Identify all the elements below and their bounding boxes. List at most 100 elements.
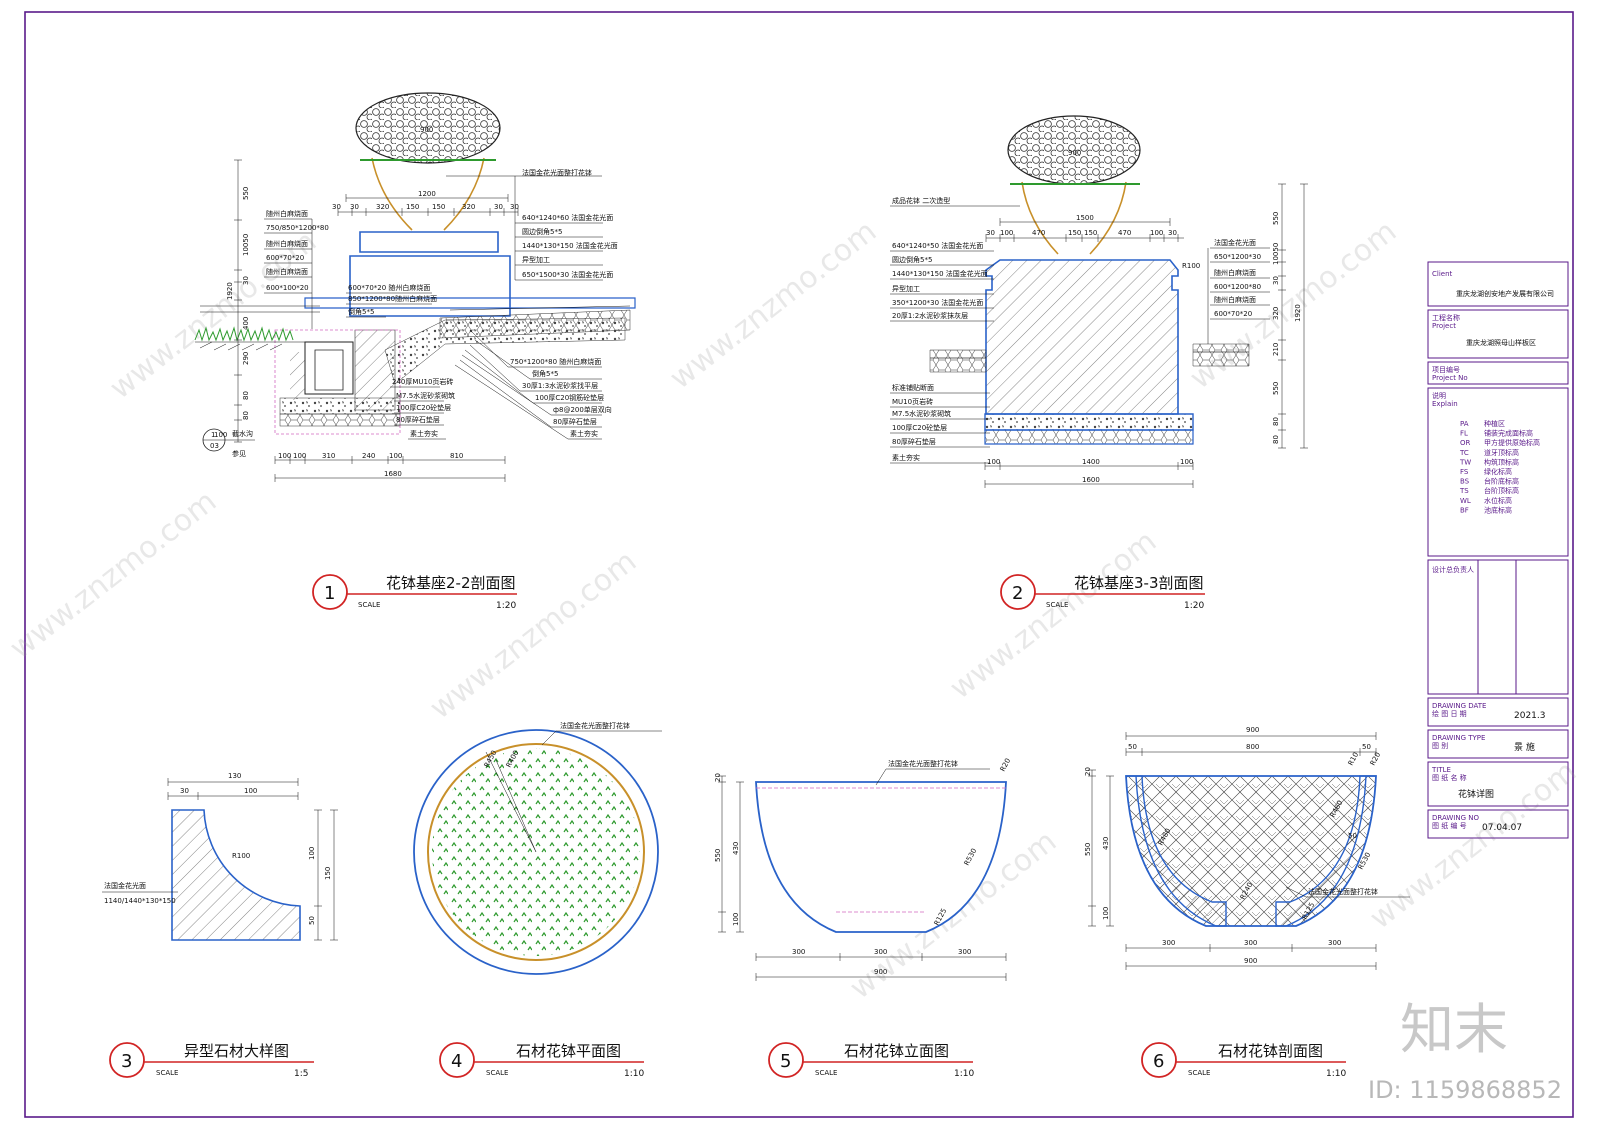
svg-text:600*70*20: 600*70*20 — [1214, 310, 1252, 318]
svg-text:100: 100 — [987, 458, 1000, 466]
svg-text:设计总负责人: 设计总负责人 — [1432, 565, 1474, 574]
svg-text:圆边倒角5*5: 圆边倒角5*5 — [522, 227, 562, 236]
svg-text:550: 550 — [1084, 843, 1092, 856]
svg-text:100: 100 — [1102, 907, 1110, 920]
brand-logo: 知末 — [1400, 998, 1508, 1061]
svg-text:310: 310 — [322, 452, 335, 460]
svg-text:30: 30 — [986, 229, 995, 237]
svg-text:1400: 1400 — [1082, 458, 1100, 466]
svg-text:600*1200*80: 600*1200*80 — [1214, 283, 1261, 291]
svg-text:100: 100 — [308, 847, 316, 860]
svg-text:100: 100 — [293, 452, 306, 460]
svg-text:SCALE: SCALE — [1188, 1069, 1210, 1077]
image-id-label: ID: 1159868852 — [1368, 1076, 1562, 1104]
svg-text:1140/1440*130*150: 1140/1440*130*150 — [104, 897, 176, 905]
legend-code: TW — [1459, 458, 1471, 466]
svg-text:30: 30 — [180, 787, 189, 795]
svg-text:图 别: 图 别 — [1432, 741, 1448, 750]
svg-text:法国金花光面整打花钵: 法国金花光面整打花钵 — [522, 168, 592, 177]
svg-text:花钵基座2-2剖面图: 花钵基座2-2剖面图 — [386, 574, 516, 592]
svg-text:100: 100 — [1150, 229, 1163, 237]
svg-text:Project No: Project No — [1432, 374, 1468, 382]
svg-text:900: 900 — [420, 126, 433, 134]
svg-text:绘 图 日 期: 绘 图 日 期 — [1432, 709, 1467, 718]
svg-text:倒角5*5: 倒角5*5 — [532, 369, 558, 378]
svg-text:20: 20 — [714, 773, 722, 782]
svg-text:300: 300 — [874, 948, 887, 956]
svg-text:900: 900 — [1246, 726, 1259, 734]
svg-text:异型石材大样图: 异型石材大样图 — [184, 1042, 289, 1060]
svg-text:1:10: 1:10 — [624, 1069, 644, 1079]
svg-text:SCALE: SCALE — [156, 1069, 178, 1077]
legend-code: BS — [1460, 478, 1470, 486]
svg-text:素土夯实: 素土夯实 — [410, 429, 438, 438]
svg-text:240厚MU10页岩砖: 240厚MU10页岩砖 — [392, 377, 453, 386]
svg-text:30: 30 — [350, 203, 359, 211]
legend-code: OR — [1460, 439, 1471, 447]
svg-text:640*1240*60 法国金花光面: 640*1240*60 法国金花光面 — [522, 213, 613, 222]
svg-text:150: 150 — [1084, 229, 1097, 237]
svg-text:850*1200*80随州白麻烧面: 850*1200*80随州白麻烧面 — [348, 294, 437, 303]
svg-text:100: 100 — [389, 452, 402, 460]
svg-text:1:10: 1:10 — [954, 1069, 974, 1079]
svg-text:80厚碎石垫层: 80厚碎石垫层 — [892, 437, 936, 446]
svg-text:SCALE: SCALE — [1046, 601, 1068, 609]
svg-text:80: 80 — [242, 411, 250, 420]
svg-text:1: 1 — [324, 583, 335, 604]
section-3-3: 900 1500 30 100 470 150 150 470 100 30 1… — [890, 115, 1308, 488]
svg-text:30: 30 — [494, 203, 503, 211]
watermark-text: www.znzmo.com — [943, 524, 1163, 706]
svg-text:M7.5水泥砂浆砌筑: M7.5水泥砂浆砌筑 — [892, 409, 951, 418]
svg-text:100: 100 — [214, 431, 227, 439]
svg-text:80: 80 — [1272, 417, 1280, 426]
svg-text:Project: Project — [1432, 322, 1456, 330]
svg-text:SCALE: SCALE — [815, 1069, 837, 1077]
view-title-3: 3 异型石材大样图 SCALE 1:5 — [109, 1042, 314, 1079]
legend-code: FS — [1460, 468, 1469, 476]
svg-text:80: 80 — [242, 391, 250, 400]
legend-code: TS — [1459, 487, 1469, 495]
svg-text:1:5: 1:5 — [294, 1069, 308, 1079]
svg-text:290: 290 — [242, 352, 250, 365]
svg-text:1920: 1920 — [1294, 304, 1302, 322]
svg-text:550: 550 — [242, 187, 250, 200]
svg-text:10050: 10050 — [1272, 243, 1280, 265]
svg-text:810: 810 — [450, 452, 463, 460]
legend-desc: 绿化标高 — [1484, 467, 1512, 476]
svg-text:550: 550 — [1272, 382, 1280, 395]
svg-text:150: 150 — [406, 203, 419, 211]
basin-section: 900 50 800 50 20 430 550 100 300 300 300… — [1084, 726, 1410, 970]
svg-text:1:20: 1:20 — [496, 601, 516, 611]
svg-text:1: 1 — [211, 431, 215, 439]
svg-text:320: 320 — [462, 203, 475, 211]
svg-text:M7.5水泥砂浆砌筑: M7.5水泥砂浆砌筑 — [396, 391, 455, 400]
svg-text:6: 6 — [1153, 1051, 1164, 1072]
title-block: Client 重庆龙湖创安地产发展有限公司 工程名称 Project 重庆龙湖照… — [1427, 261, 1569, 839]
svg-text:异型加工: 异型加工 — [522, 255, 550, 264]
svg-text:07.04.07: 07.04.07 — [1482, 823, 1522, 833]
svg-text:30: 30 — [332, 203, 341, 211]
svg-text:50: 50 — [1362, 743, 1371, 751]
svg-text:30: 30 — [510, 203, 519, 211]
svg-text:1500: 1500 — [1076, 214, 1094, 222]
svg-text:320: 320 — [376, 203, 389, 211]
svg-text:100厚C20砼垫层: 100厚C20砼垫层 — [892, 423, 947, 432]
legend-desc: 构筑顶标高 — [1484, 457, 1519, 466]
svg-text:100: 100 — [1180, 458, 1193, 466]
svg-text:Explain: Explain — [1432, 400, 1458, 408]
legend-code: TC — [1459, 449, 1469, 457]
svg-text:100: 100 — [732, 913, 740, 926]
svg-text:150: 150 — [432, 203, 445, 211]
svg-text:100: 100 — [1000, 229, 1013, 237]
svg-text:1:20: 1:20 — [1184, 601, 1204, 611]
svg-text:50: 50 — [1348, 832, 1357, 840]
svg-text:600*70*20 随州白麻烧面: 600*70*20 随州白麻烧面 — [348, 283, 430, 292]
svg-text:1200: 1200 — [418, 190, 436, 198]
legend-code: WL — [1460, 497, 1471, 505]
svg-text:470: 470 — [1032, 229, 1045, 237]
svg-text:法国金花光面整打花钵: 法国金花光面整打花钵 — [888, 759, 958, 768]
view-title-2: 2 花钵基座3-3剖面图 SCALE 1:20 — [1000, 574, 1205, 611]
svg-text:900: 900 — [1068, 149, 1081, 157]
view-title-1: 1 花钵基座2-2剖面图 SCALE 1:20 — [312, 574, 517, 611]
